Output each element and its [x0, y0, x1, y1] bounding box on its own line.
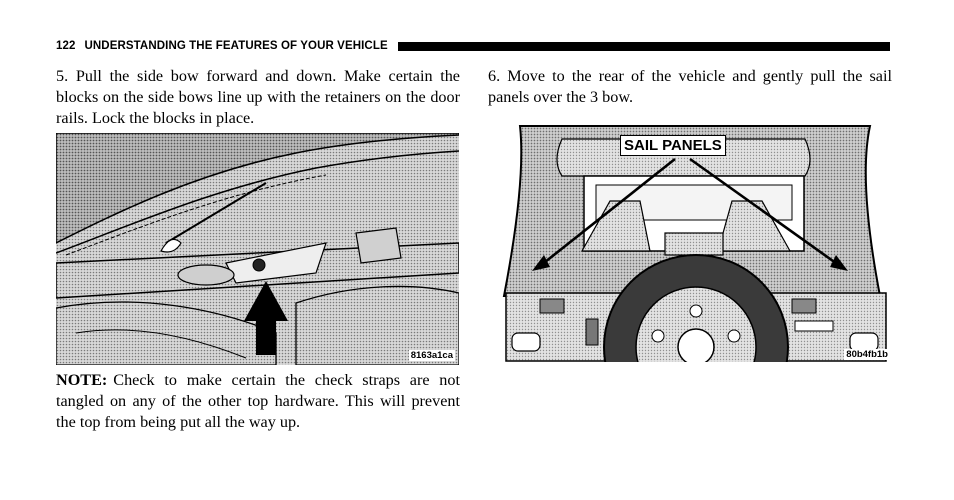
side-bow-drawing: [56, 133, 459, 365]
step-6-text: 6. Move to the rear of the vehicle and g…: [488, 67, 892, 106]
figure-side-bow-illustration: 8163a1ca: [56, 133, 459, 365]
figure-2-code: 80b4fb1b: [844, 349, 890, 360]
figure-sail-panels-illustration: SAIL PANELS 80b4fb1b: [500, 121, 892, 362]
section-title: UNDERSTANDING THE FEATURES OF YOUR VEHIC…: [84, 40, 388, 52]
note-paragraph: NOTE:Check to make certain the check str…: [56, 370, 460, 433]
note-label: NOTE:: [56, 371, 108, 389]
step-5-text: 5. Pull the side bow forward and down. M…: [56, 67, 460, 127]
page-number: 122: [56, 40, 76, 52]
page-header: 122 UNDERSTANDING THE FEATURES OF YOUR V…: [56, 38, 890, 54]
vehicle-rear-drawing: [502, 125, 887, 362]
sail-panels-callout: SAIL PANELS: [620, 135, 726, 156]
note-text: Check to make certain the check straps a…: [56, 371, 460, 431]
header-rule: [397, 41, 890, 51]
figure-1-code: 8163a1ca: [408, 350, 455, 361]
